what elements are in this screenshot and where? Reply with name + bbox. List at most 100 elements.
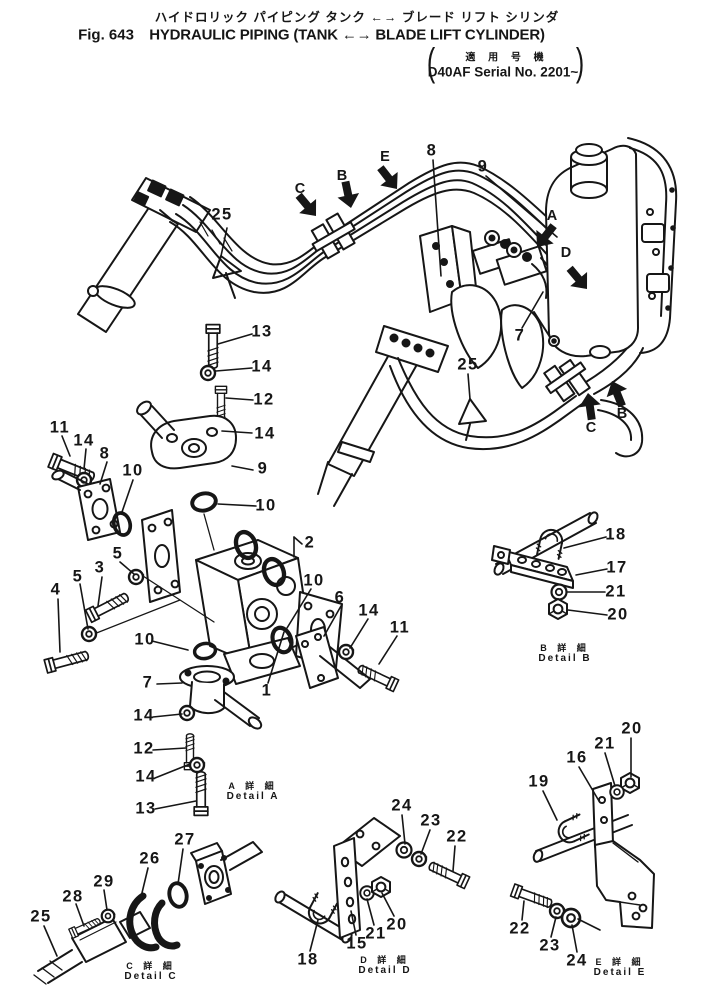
leader-line (567, 609, 608, 616)
port-letter-B: B (616, 406, 628, 422)
leader-line (152, 747, 187, 751)
part-number-14: 14 (254, 424, 276, 443)
part-number-25: 25 (211, 205, 233, 224)
port-letter-D: D (560, 245, 572, 261)
part-number-8: 8 (99, 444, 111, 463)
leader-line (604, 752, 616, 787)
leader-line (267, 631, 285, 684)
part-number-27: 27 (174, 830, 196, 849)
part-number-14: 14 (358, 601, 380, 620)
leader-line (563, 536, 607, 549)
part-number-17: 17 (606, 558, 628, 577)
part-number-18: 18 (297, 950, 319, 969)
leader-line (57, 598, 61, 653)
leader-line (571, 924, 578, 953)
part-number-15: 15 (346, 934, 368, 953)
part-number-14: 14 (251, 357, 273, 376)
part-number-6: 6 (334, 588, 346, 607)
port-letter-E: E (380, 149, 390, 165)
detail-caption-jp: C 詳 細 (126, 961, 176, 971)
leader-line (381, 892, 395, 917)
part-number-29: 29 (93, 872, 115, 891)
leader-line (378, 635, 398, 665)
jp-title: ハイドロリック パイピング タンク ←→ ブレード リフト シリンダ (154, 10, 560, 25)
detail-caption-jp: E 詳 細 (595, 957, 645, 967)
leader-line (217, 333, 253, 345)
part-number-2: 2 (304, 533, 316, 552)
part-number-26: 26 (139, 849, 161, 868)
leader-line (323, 605, 342, 637)
detail-caption-jp: A 詳 細 (228, 781, 278, 791)
leader-line (350, 910, 357, 936)
detail-caption-en: Detail D (358, 965, 412, 977)
port-letter-A: A (546, 208, 558, 224)
part-number-20: 20 (621, 719, 643, 738)
detail-caption-en: Detail C (124, 971, 178, 983)
part-number-13: 13 (135, 799, 157, 818)
leader-line (577, 918, 601, 931)
flow-arrow-icon (606, 381, 628, 408)
part-number-21: 21 (365, 924, 387, 943)
leader-line (99, 461, 108, 485)
flow-arrow-icon (536, 223, 557, 247)
part-number-9: 9 (257, 459, 269, 478)
part-number-23: 23 (420, 811, 442, 830)
leader-line (542, 790, 558, 821)
detail-c-art (33, 841, 263, 985)
part-number-23: 23 (539, 936, 561, 955)
part-number-5: 5 (112, 544, 124, 563)
leader-line (293, 536, 303, 545)
leader-line (119, 561, 135, 575)
figure-number: Fig. 643 (78, 26, 134, 44)
leader-line (177, 848, 184, 885)
leader-line (156, 682, 183, 685)
leader-line (215, 367, 253, 372)
leader-line (521, 900, 525, 921)
part-number-11: 11 (389, 618, 411, 637)
leader-line (79, 583, 89, 630)
part-number-3: 3 (94, 558, 106, 577)
part-number-10: 10 (134, 630, 156, 649)
leader-line (578, 766, 600, 802)
leader-line (140, 867, 149, 898)
part-number-24: 24 (391, 796, 413, 815)
part-number-12: 12 (133, 739, 155, 758)
part-number-16: 16 (566, 748, 588, 767)
serial-paren-open: ( (426, 41, 436, 85)
part-number-22: 22 (509, 919, 531, 938)
flow-arrow-icon (578, 393, 601, 421)
leader-line (550, 916, 557, 938)
leader-line (217, 503, 257, 507)
flow-arrow-icon (377, 165, 398, 189)
leader-line (521, 291, 544, 329)
leader-line (309, 919, 319, 952)
part-number-14: 14 (133, 706, 155, 725)
detail-caption-jp: B 詳 細 (540, 643, 590, 653)
leader-line (401, 814, 406, 845)
leader-line (154, 763, 191, 779)
leader-line (467, 373, 471, 400)
part-number-25: 25 (457, 355, 479, 374)
part-number-10: 10 (122, 461, 144, 480)
leader-line (349, 618, 369, 649)
leader-line (83, 448, 87, 470)
part-number-12: 12 (253, 390, 275, 409)
page-title: HYDRAULIC PIPING (TANK ←→ BLADE LIFT CYL… (149, 26, 545, 44)
part-number-18: 18 (605, 525, 627, 544)
part-number-25: 25 (30, 907, 52, 926)
leader-line (485, 175, 558, 238)
part-number-14: 14 (73, 431, 95, 450)
leader-line (152, 713, 183, 718)
detail-e-art (509, 772, 655, 929)
leader-line (420, 829, 431, 855)
serial-number-note: D40AF Serial No. 2201~ (427, 64, 579, 80)
detail-b-art (491, 511, 599, 620)
leader-line (75, 903, 85, 927)
detail-a-art (43, 323, 400, 817)
leader-line (154, 800, 197, 810)
